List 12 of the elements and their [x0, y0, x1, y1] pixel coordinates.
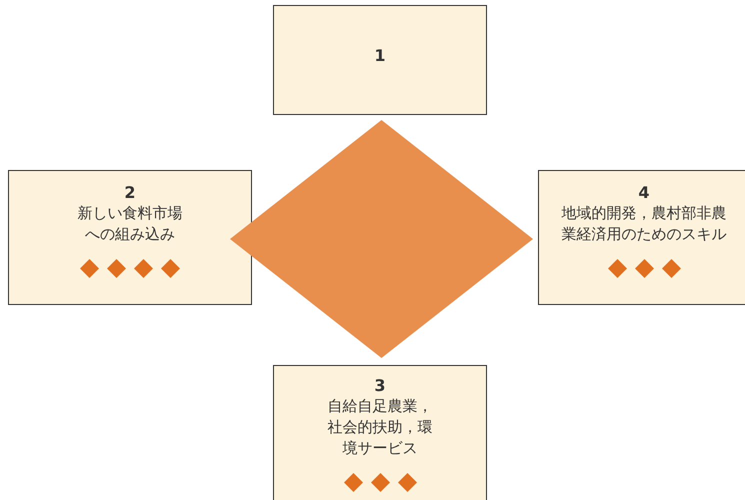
box-number: 4 [638, 183, 650, 203]
text-box [273, 5, 487, 115]
text-box [8, 170, 252, 305]
box-number: 3 [374, 376, 386, 396]
text-box [538, 170, 745, 305]
box-number: 2 [124, 183, 136, 203]
text-box [273, 365, 487, 500]
box-number: 1 [374, 46, 386, 66]
box-text: 地域的開発，農村部非農業経済用のためのスキル [560, 203, 728, 245]
box-text: 自給自足農業，社会的扶助，環境サービス [326, 396, 434, 459]
box-text: 新しい食料市場への組み込み [76, 203, 184, 245]
diamond-shape [230, 120, 533, 358]
